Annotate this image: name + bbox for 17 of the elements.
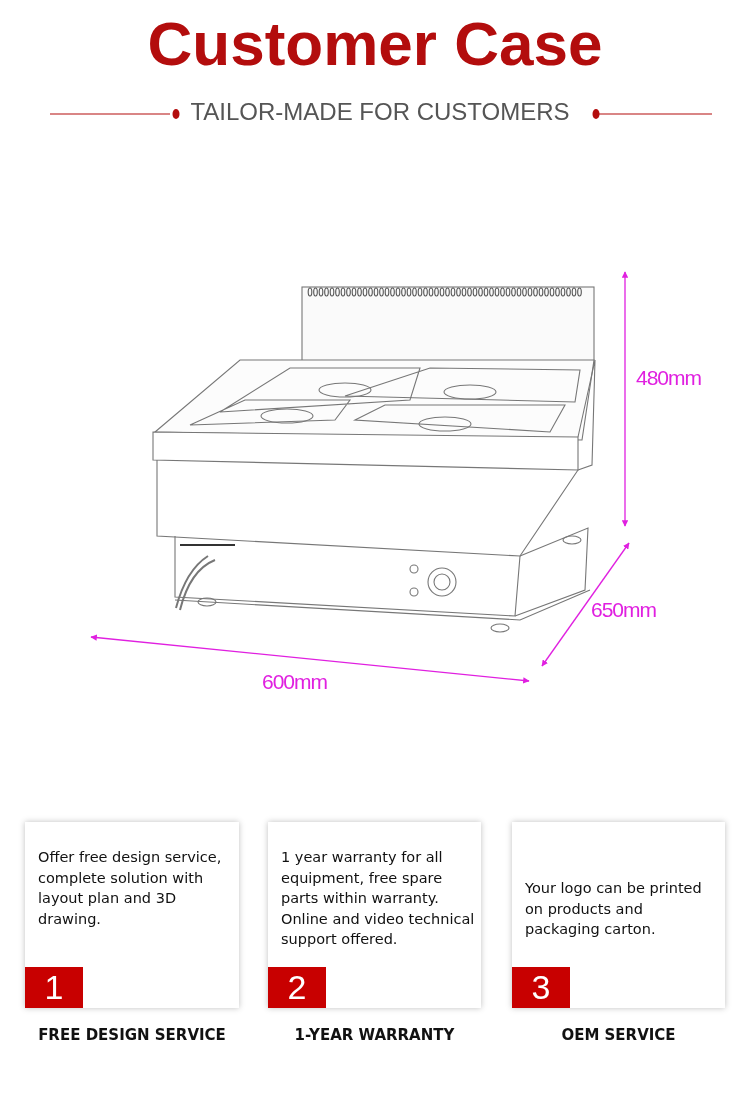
dimension-label: 480mm: [636, 366, 702, 390]
page-title: Customer Case: [146, 8, 604, 79]
step-number: 1: [25, 967, 83, 1008]
feature-card: [512, 822, 725, 1008]
card-text: 1 year warranty for all equipment, free spare parts within warranty. Online and video technical support offered.: [281, 848, 475, 950]
card-caption: FREE DESIGN SERVICE: [37, 1026, 227, 1044]
card-text: Offer free design service, complete solution with layout plan and 3D drawing.: [38, 848, 223, 929]
feature-card: [268, 822, 481, 1008]
card-caption: 1-YEAR WARRANTY: [293, 1026, 456, 1044]
card-caption: OEM SERVICE: [560, 1026, 677, 1044]
dimension-label: 600mm: [262, 670, 328, 694]
card-text: Your logo can be printed on products and packaging carton.: [525, 879, 703, 940]
step-number: 3: [512, 967, 570, 1008]
step-number: 2: [268, 967, 326, 1008]
feature-card: [25, 822, 239, 1008]
dimension-label: 650mm: [591, 598, 657, 622]
subtitle: TAILOR-MADE FOR CUSTOMERS: [189, 98, 571, 126]
